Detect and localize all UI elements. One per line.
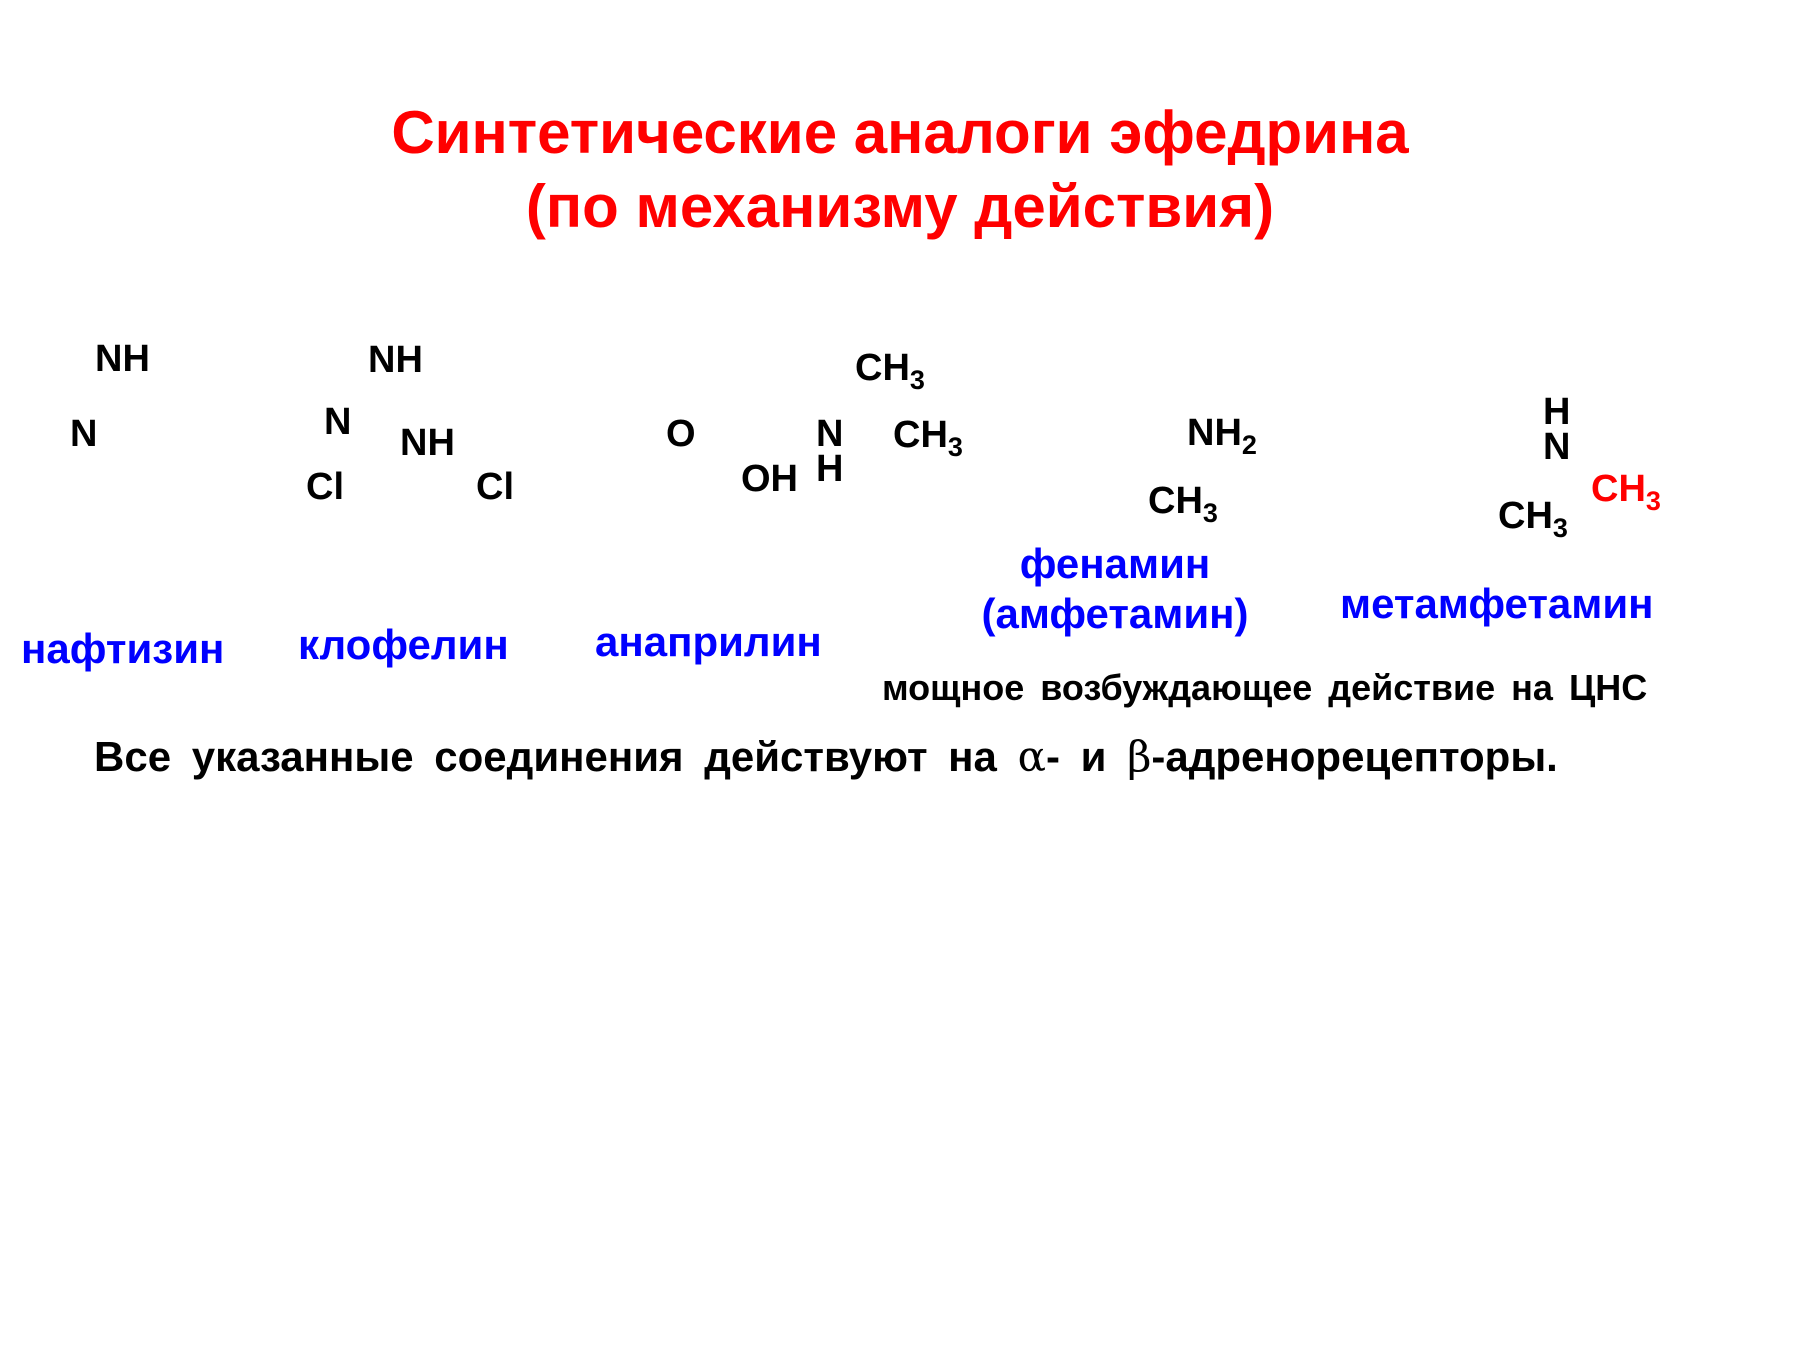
subscript-3: 3	[1202, 498, 1218, 528]
beta-symbol: β	[1127, 732, 1152, 781]
summary-line: Все указанные соединения действуют на α-…	[94, 736, 1558, 778]
methamphetamine-atom-ch3: CH3	[1498, 495, 1568, 542]
propranolol-ch3-top-text: CH	[855, 347, 910, 389]
propranolol-atom-ch3-top: CH3	[855, 347, 925, 394]
clonidine-atom-n: N	[324, 401, 352, 443]
slide-title-line-2: (по механизму действия)	[525, 173, 1275, 240]
subscript-3: 3	[1552, 513, 1568, 543]
naphthyzine-atom-nh: NH	[95, 338, 150, 380]
amphetamine-atom-ch3: CH3	[1148, 480, 1218, 527]
amphetamine-name-line-2: (амфетамин)	[981, 590, 1249, 637]
clonidine-atom-cl-right: Cl	[476, 466, 514, 508]
summary-text-part-1: Все указанные соединения действуют на	[94, 733, 1018, 780]
propranolol-atom-o: O	[666, 413, 696, 455]
propranolol-name: анаприлин	[595, 618, 822, 665]
propranolol-atom-h: H	[816, 448, 844, 490]
amphetamine-ch3-text: CH	[1148, 480, 1203, 522]
subscript-3: 3	[1645, 486, 1661, 516]
propranolol-atom-oh: OH	[741, 458, 798, 500]
naphthyzine-name: нафтизин	[21, 625, 225, 672]
propranolol-ch3-right-text: CH	[893, 414, 948, 456]
slide-title-line-1: Синтетические аналоги эфедрина	[391, 99, 1409, 166]
subscript-3: 3	[947, 432, 963, 462]
cns-effect-note: мощное возбуждающее действие на ЦНС	[882, 667, 1648, 708]
alpha-symbol: α	[1017, 732, 1046, 781]
methamphetamine-atom-n: N	[1543, 426, 1571, 468]
subscript-3: 3	[909, 365, 925, 395]
clonidine-atom-nh-bottom: NH	[400, 422, 455, 464]
propranolol-atom-ch3-right: CH3	[893, 414, 963, 461]
methamphetamine-name: метамфетамин	[1340, 580, 1654, 627]
clonidine-atom-nh-top: NH	[368, 339, 423, 381]
methamphetamine-ch3-red-text: CH	[1591, 468, 1646, 510]
amphetamine-atom-nh2: NH2	[1187, 412, 1257, 459]
amphetamine-nh2-text: NH	[1187, 412, 1242, 454]
clonidine-atom-cl-left: Cl	[306, 466, 344, 508]
methamphetamine-atom-ch3-red: CH3	[1591, 468, 1661, 515]
amphetamine-name-line-1: фенамин	[1019, 540, 1211, 587]
naphthyzine-atom-n: N	[70, 413, 98, 455]
clonidine-name: клофелин	[298, 621, 509, 668]
summary-text-part-2: - и	[1045, 733, 1128, 780]
methamphetamine-ch3-text: CH	[1498, 495, 1553, 537]
subscript-2: 2	[1241, 430, 1257, 460]
summary-text-part-3: -адренорецепторы.	[1151, 733, 1558, 780]
methamphetamine-atom-h: H	[1543, 391, 1571, 433]
propranolol-atom-n: N	[816, 413, 844, 455]
